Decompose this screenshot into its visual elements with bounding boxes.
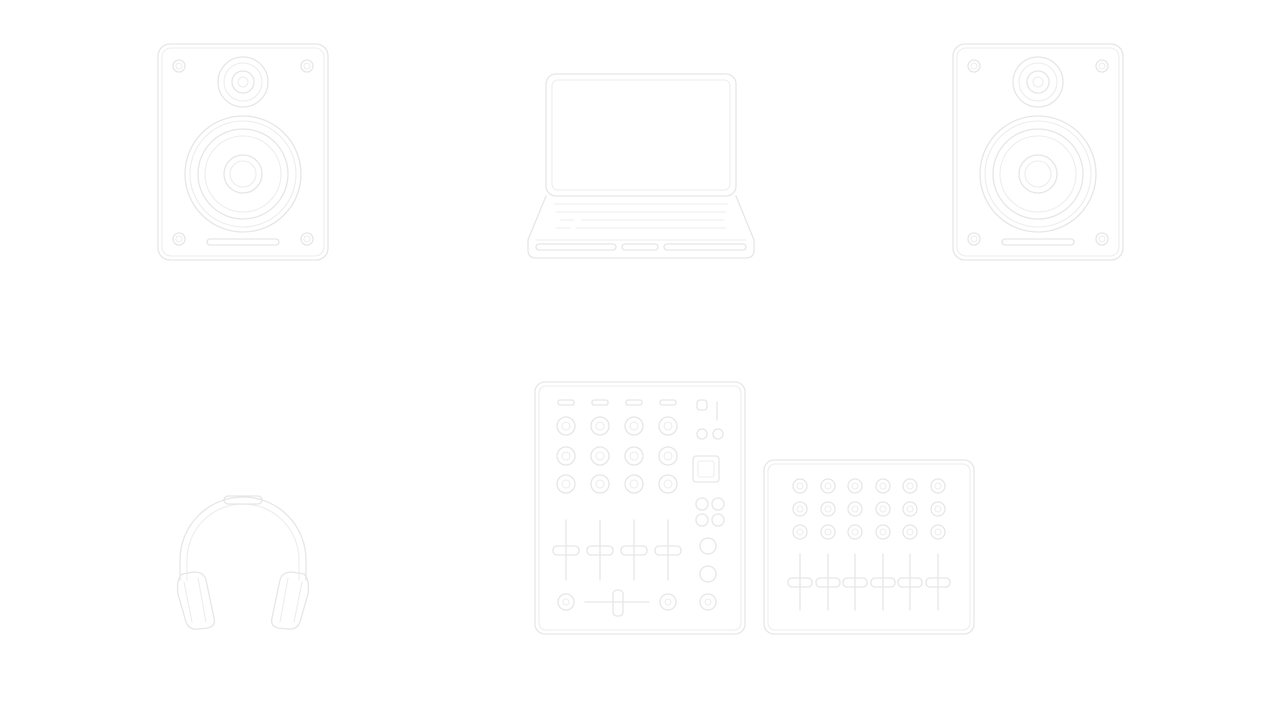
dj-mixer-icon (533, 380, 747, 636)
laptop-icon (524, 72, 758, 260)
midi-controller-icon (762, 458, 976, 636)
speaker-left-icon (155, 42, 331, 264)
speaker-right-icon (950, 42, 1126, 264)
headphones-icon (172, 494, 314, 636)
